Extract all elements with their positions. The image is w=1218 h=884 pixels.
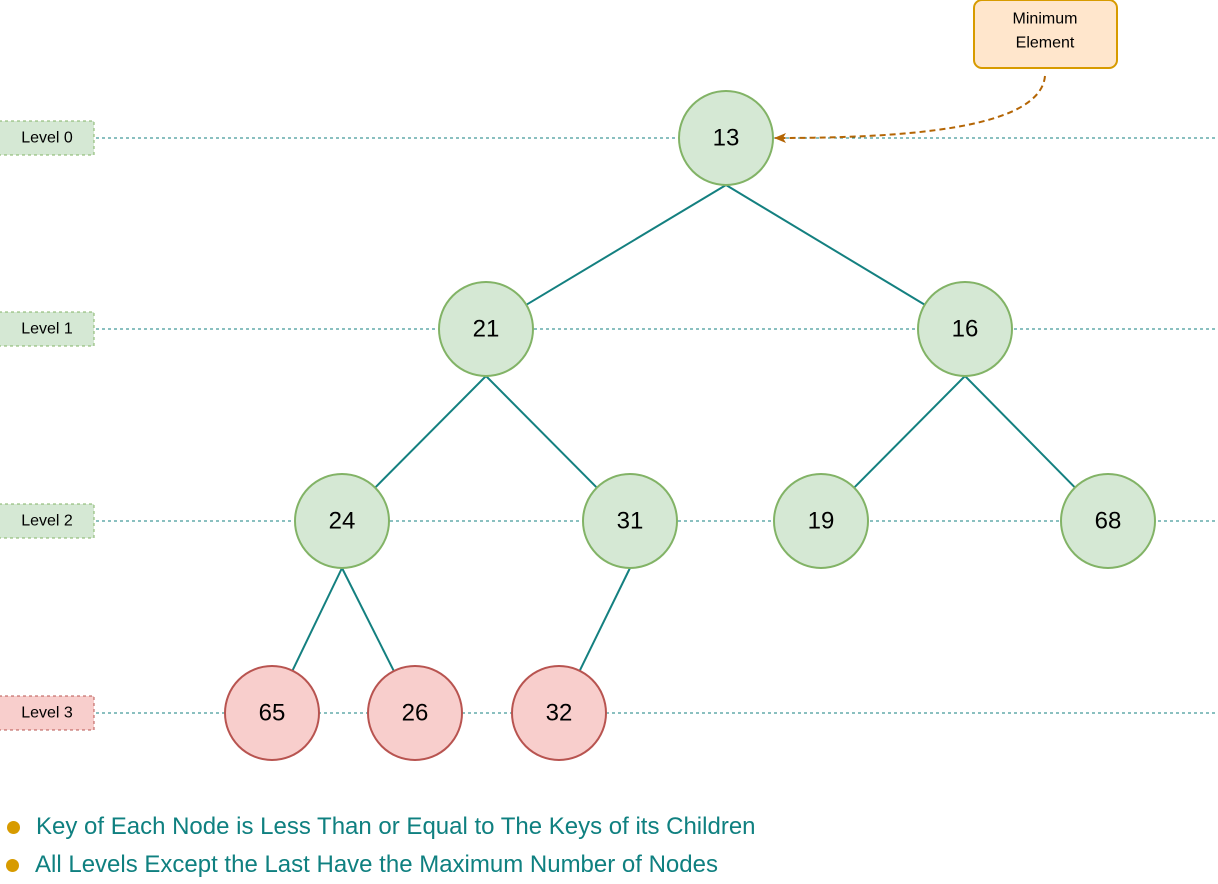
heap-node-key: 19: [808, 508, 835, 535]
level-label-box: [0, 695, 95, 731]
heap-node-circle: [367, 665, 463, 761]
heap-node-circle: [438, 281, 534, 377]
level-label-box: [0, 503, 95, 539]
heap-node-circle: [511, 665, 607, 761]
tree-edge: [964, 375, 1076, 489]
tree-edge: [374, 375, 487, 489]
heap-node: 65: [224, 665, 320, 761]
note-text: All Levels Except the Last Have the Maxi…: [35, 851, 718, 878]
heap-node: 32: [511, 665, 607, 761]
tree-edge: [725, 184, 926, 306]
heap-node-key: 21: [473, 316, 500, 343]
callout-arrow: [774, 75, 1046, 143]
heap-node-key: 24: [329, 508, 356, 535]
level-label: Level 3: [0, 695, 95, 731]
heap-node-key: 68: [1095, 508, 1122, 535]
tree-edge: [578, 567, 631, 672]
level-label-text: Level 0: [21, 130, 73, 147]
heap-node: 24: [294, 473, 390, 569]
level-label-box: [0, 120, 95, 156]
level-label: Level 1: [0, 311, 95, 347]
heap-node-circle: [1060, 473, 1156, 569]
heap-node: 19: [773, 473, 869, 569]
heap-node: 16: [917, 281, 1013, 377]
heap-node: 21: [438, 281, 534, 377]
heap-node-circle: [917, 281, 1013, 377]
bullet-dot: [6, 859, 19, 872]
tree-edge: [341, 567, 395, 672]
heap-node-circle: [582, 473, 678, 569]
heap-node-key: 32: [546, 700, 573, 727]
tree-edge: [291, 567, 343, 672]
level-label: Level 2: [0, 503, 95, 539]
level-label-text: Level 1: [21, 321, 73, 338]
heap-node: 31: [582, 473, 678, 569]
heap-node-circle: [773, 473, 869, 569]
callout-box: [973, 0, 1118, 69]
heap-node-key: 26: [402, 700, 429, 727]
heap-node-circle: [678, 90, 774, 186]
tree-edge: [485, 375, 598, 489]
heap-node: 26: [367, 665, 463, 761]
level-label-text: Level 2: [21, 513, 73, 530]
callout-label-line1: Minimum: [1013, 11, 1078, 28]
heap-node-key: 16: [952, 316, 979, 343]
heap-node-key: 65: [259, 700, 286, 727]
heap-node: 68: [1060, 473, 1156, 569]
level-label-box: [0, 311, 95, 347]
heap-node-key: 31: [617, 508, 644, 535]
heap-node: 13: [678, 90, 774, 186]
bullet-dot: [7, 821, 20, 834]
level-label-text: Level 3: [21, 705, 73, 722]
tree-edge: [853, 375, 966, 489]
tree-edge: [525, 184, 727, 306]
note-text: Key of Each Node is Less Than or Equal t…: [36, 813, 756, 840]
callout-label-line2: Element: [1016, 35, 1075, 52]
heap-node-circle: [224, 665, 320, 761]
heap-node-circle: [294, 473, 390, 569]
level-label: Level 0: [0, 120, 95, 156]
heap-node-key: 13: [713, 125, 740, 152]
heap-properties-notes: Key of Each Node is Less Than or Equal t…: [0, 808, 1218, 884]
